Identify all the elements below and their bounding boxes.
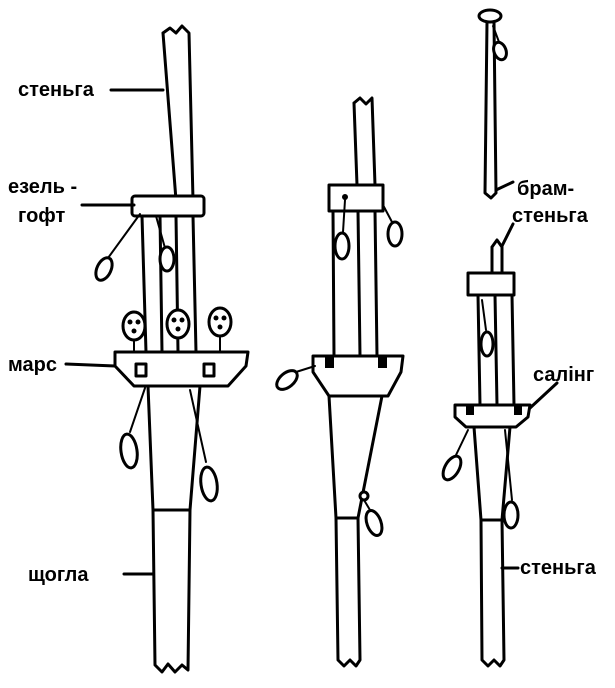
right-masthead-line-b xyxy=(493,293,499,407)
left-lower-mast xyxy=(146,384,202,674)
left-under-rope-1 xyxy=(129,387,146,433)
labels: стеньга езель - гофт марс щогла брам- ст… xyxy=(8,79,597,586)
left-topmast-lower-b xyxy=(191,214,198,354)
leader-topgallant-lower xyxy=(500,222,515,248)
right-block-1 xyxy=(479,330,495,358)
label-topgallant-line1: брам- xyxy=(517,178,574,200)
left-block-4 xyxy=(199,465,219,503)
left-masthead-line-b xyxy=(158,214,164,354)
right-upper-cap xyxy=(466,271,516,297)
middle-platform-slot-1 xyxy=(325,356,334,368)
right-masthead-line-a xyxy=(476,293,482,407)
label-cap-line2: гофт xyxy=(18,205,66,227)
label-topmast-left: стеньга xyxy=(18,79,95,101)
left-cap-rope-1 xyxy=(107,213,141,259)
middle-under-rope xyxy=(363,499,371,511)
middle-side-rope xyxy=(295,365,316,373)
right-topgallant-lower xyxy=(490,238,504,275)
right-topgallant-upper xyxy=(483,20,498,200)
middle-block-3 xyxy=(275,369,299,391)
left-cap xyxy=(130,194,206,218)
middle-topmast-lower-a xyxy=(356,209,362,358)
right-top-rope xyxy=(492,25,500,43)
right-block-2 xyxy=(441,454,463,482)
label-crosstrees: салінг xyxy=(533,364,594,386)
right-block-3 xyxy=(502,500,520,530)
middle-topmast-lower-b xyxy=(373,209,379,358)
label-cap-line1: езель - xyxy=(8,176,77,198)
left-platform-slot-2 xyxy=(202,362,216,378)
left-under-rope-2 xyxy=(189,389,207,463)
middle-topmast xyxy=(352,96,377,187)
right-masthead-line-c xyxy=(510,293,516,407)
leader-lines xyxy=(64,88,559,576)
middle-eyebolt xyxy=(358,490,370,502)
right-topmast xyxy=(472,425,512,668)
left-platform-slot-1 xyxy=(134,362,148,378)
middle-block-1 xyxy=(333,231,351,261)
middle-cap-rope-1 xyxy=(342,199,346,233)
left-cap-rope-2 xyxy=(155,215,166,249)
middle-lower-mast xyxy=(327,394,384,668)
left-block-3 xyxy=(119,432,139,470)
label-top-platform: марс xyxy=(8,354,57,376)
middle-cap xyxy=(327,183,385,213)
label-topgallant-line2: стеньга xyxy=(512,205,589,227)
label-mast: щогла xyxy=(28,564,89,586)
left-deadeyes xyxy=(121,306,233,353)
middle-block-4 xyxy=(364,509,384,537)
right-under-rope-1 xyxy=(455,429,469,456)
right-mast-assembly xyxy=(441,8,532,668)
left-mast-assembly xyxy=(94,24,250,674)
left-topmast xyxy=(161,24,195,202)
leader-crosstrees xyxy=(528,381,559,410)
left-block-2 xyxy=(158,245,176,273)
leader-topgallant-upper xyxy=(494,180,515,192)
right-cap-rope xyxy=(481,299,487,331)
right-under-rope-2 xyxy=(504,429,513,501)
middle-block-2 xyxy=(386,220,404,248)
middle-cap-rope-2 xyxy=(382,204,393,223)
leader-top-platform xyxy=(64,362,117,368)
left-block-1 xyxy=(94,256,114,282)
label-topmast-right: стеньга xyxy=(520,557,597,579)
right-top-block xyxy=(492,40,508,62)
middle-mast-assembly xyxy=(275,96,405,668)
right-crosstrees-slot-1 xyxy=(466,405,474,415)
middle-platform-slot-2 xyxy=(378,356,387,368)
right-truck xyxy=(477,8,503,24)
middle-masthead-line xyxy=(331,209,336,358)
right-crosstrees-slot-2 xyxy=(514,405,522,415)
